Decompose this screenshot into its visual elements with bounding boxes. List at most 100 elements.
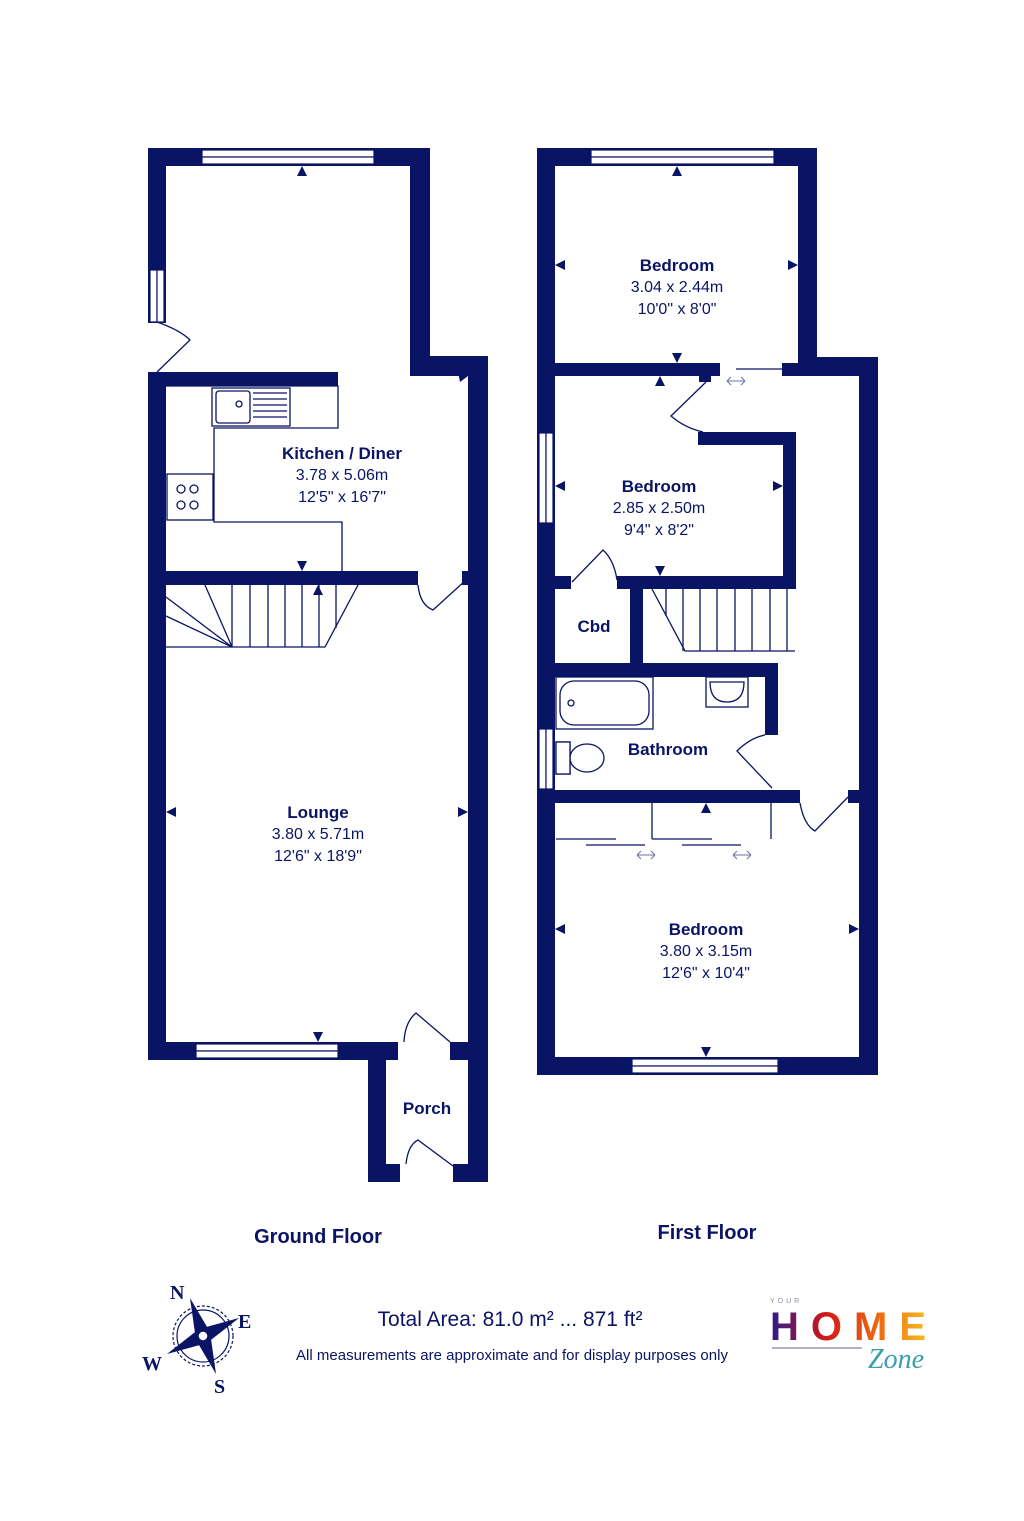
door-bedroom-3 [799,796,849,832]
window [201,156,375,165]
window [195,1043,339,1052]
room-imperial: 9'4" x 8'2" [624,522,694,539]
dimension-arrow [166,807,176,817]
ground-floor-plan [148,148,488,1182]
dimension-arrow [655,566,665,576]
wall [368,1042,386,1182]
door-bathroom [736,734,773,789]
wall [368,1164,400,1182]
wall [848,790,860,803]
wall [798,148,817,376]
wall [468,356,488,1182]
logo-zone-text: Zone [868,1344,924,1375]
first-floor-plan [537,148,878,1075]
toilet-bowl [569,743,605,773]
window [201,149,375,158]
wall [453,1164,488,1182]
wall [537,148,555,1075]
window [545,432,554,524]
room-lounge: Lounge 3.80 x 5.71m 12'6" x 18'9" [272,802,365,868]
room-cupboard: Cbd [577,616,610,638]
dimension-arrow [672,353,682,363]
total-area: Total Area: 81.0 m² ... 871 ft² [377,1308,643,1331]
wall [148,372,166,1060]
room-imperial: 10'0" x 8'0" [637,301,717,318]
dimension-arrow [313,1032,323,1042]
wall [782,363,802,376]
room-name: Porch [402,1099,452,1118]
wall [783,432,796,587]
hob [166,473,214,521]
dimension-arrow [555,924,565,934]
first-floor-title: First Floor [657,1222,757,1244]
door-kitchen-lounge [417,579,467,611]
wall [148,571,418,585]
wall [555,663,778,677]
room-name: Bathroom [627,740,709,759]
window [631,1058,779,1067]
worktop-outline [166,385,343,571]
window [545,728,554,790]
wall [148,372,338,386]
wall [555,363,720,376]
room-metric: 3.78 x 5.06m [295,467,389,484]
compass-east: E [238,1311,251,1333]
door-front [405,1139,454,1167]
sliding-arrow-icon [636,376,752,860]
room-metric: 3.80 x 5.71m [271,826,365,843]
compass-north: N [170,1282,185,1304]
room-bedroom-3: Bedroom 3.80 x 3.15m 12'6" x 10'4" [660,919,753,985]
staircase [651,588,795,652]
ground-floor-title: Ground Floor [254,1226,382,1248]
room-metric: 3.80 x 3.15m [659,943,753,960]
room-imperial: 12'6" x 18'9" [274,848,362,865]
bath-drain [567,699,575,707]
window [195,1050,339,1059]
home-zone-logo: YOUR HOME Zone [770,1298,926,1375]
room-name: Bedroom [668,920,744,939]
dimension-arrow [458,807,468,817]
dimension-arrow [555,260,565,270]
window [590,156,775,165]
room-metric: 2.85 x 2.50m [612,500,706,517]
window [590,149,775,158]
logo-home-text: HOME [770,1305,926,1349]
bath-tub [559,680,650,726]
wall [765,663,778,735]
compass-icon: N E S W [142,1282,251,1398]
disclaimer: All measurements are approximate and for… [296,1347,728,1364]
window [156,269,165,323]
wall [798,357,878,376]
compass-south: S [214,1376,225,1398]
hob-rings [176,484,199,510]
room-bedroom-1: Bedroom 3.04 x 2.44m 10'0" x 8'0" [631,255,724,321]
wall [630,589,643,663]
dimension-arrow [297,166,307,176]
window [631,1065,779,1074]
dimension-arrow [655,376,665,386]
logo-your-text: YOUR [770,1298,802,1305]
room-kitchen-diner: Kitchen / Diner 3.78 x 5.06m 12'5" x 16'… [282,443,402,509]
dimension-arrow [672,166,682,176]
dimension-arrow [555,481,565,491]
room-name: Bedroom [639,256,715,275]
toilet-cistern [555,741,571,775]
dimension-arrow [849,924,859,934]
window [149,269,158,323]
wall [698,432,796,445]
door-cupboard [571,549,618,583]
room-bathroom: Bathroom [628,739,708,761]
room-imperial: 12'5" x 16'7" [298,489,386,506]
dimension-arrow [458,372,468,382]
room-bedroom-2: Bedroom 2.85 x 2.50m 9'4" x 8'2" [613,476,706,542]
dimension-arrow [701,803,711,813]
wall [410,148,430,376]
window [538,728,547,790]
room-imperial: 12'6" x 10'4" [662,965,750,982]
wall [450,1042,488,1060]
wall [699,376,711,382]
wall [555,790,800,803]
door-kitchen-side [156,321,191,373]
basin-bowl [709,681,745,703]
